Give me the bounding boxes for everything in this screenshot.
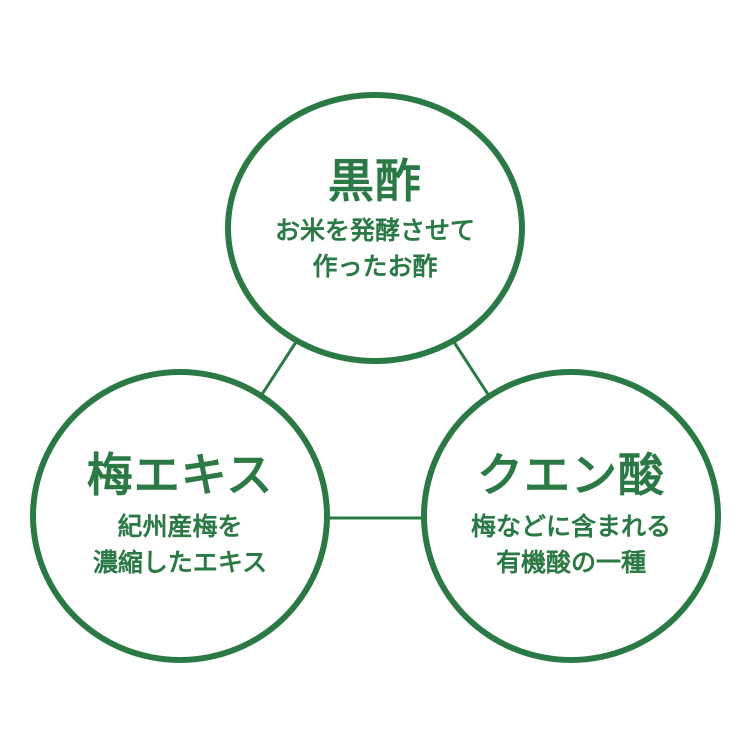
- node-desc-line: 梅などに含まれる: [470, 512, 671, 542]
- node-title: 黒酢: [328, 154, 422, 209]
- node-ume-extract: 梅エキス 紀州産梅を 濃縮したエキス: [30, 369, 330, 663]
- connector-top-left: [255, 338, 300, 403]
- node-desc-line: お米を発酵させて: [274, 216, 475, 246]
- node-desc-line: 紀州産梅を: [117, 512, 243, 542]
- node-desc-line: 有機酸の一種: [495, 548, 646, 578]
- node-title: クエン酸: [477, 448, 665, 503]
- node-description: お米を発酵させて 作ったお酢: [275, 213, 475, 286]
- node-citric-acid: クエン酸 梅などに含まれる 有機酸の一種: [421, 369, 721, 663]
- node-kurozu: 黒酢 お米を発酵させて 作ったお酢: [225, 92, 525, 364]
- node-desc-line: 作ったお酢: [312, 252, 438, 282]
- node-description: 梅などに含まれる 有機酸の一種: [471, 509, 671, 582]
- node-title: 梅エキス: [86, 448, 274, 503]
- connector-top-right: [450, 338, 495, 403]
- node-desc-line: 濃縮したエキス: [92, 548, 268, 578]
- node-description: 紀州産梅を 濃縮したエキス: [93, 509, 267, 582]
